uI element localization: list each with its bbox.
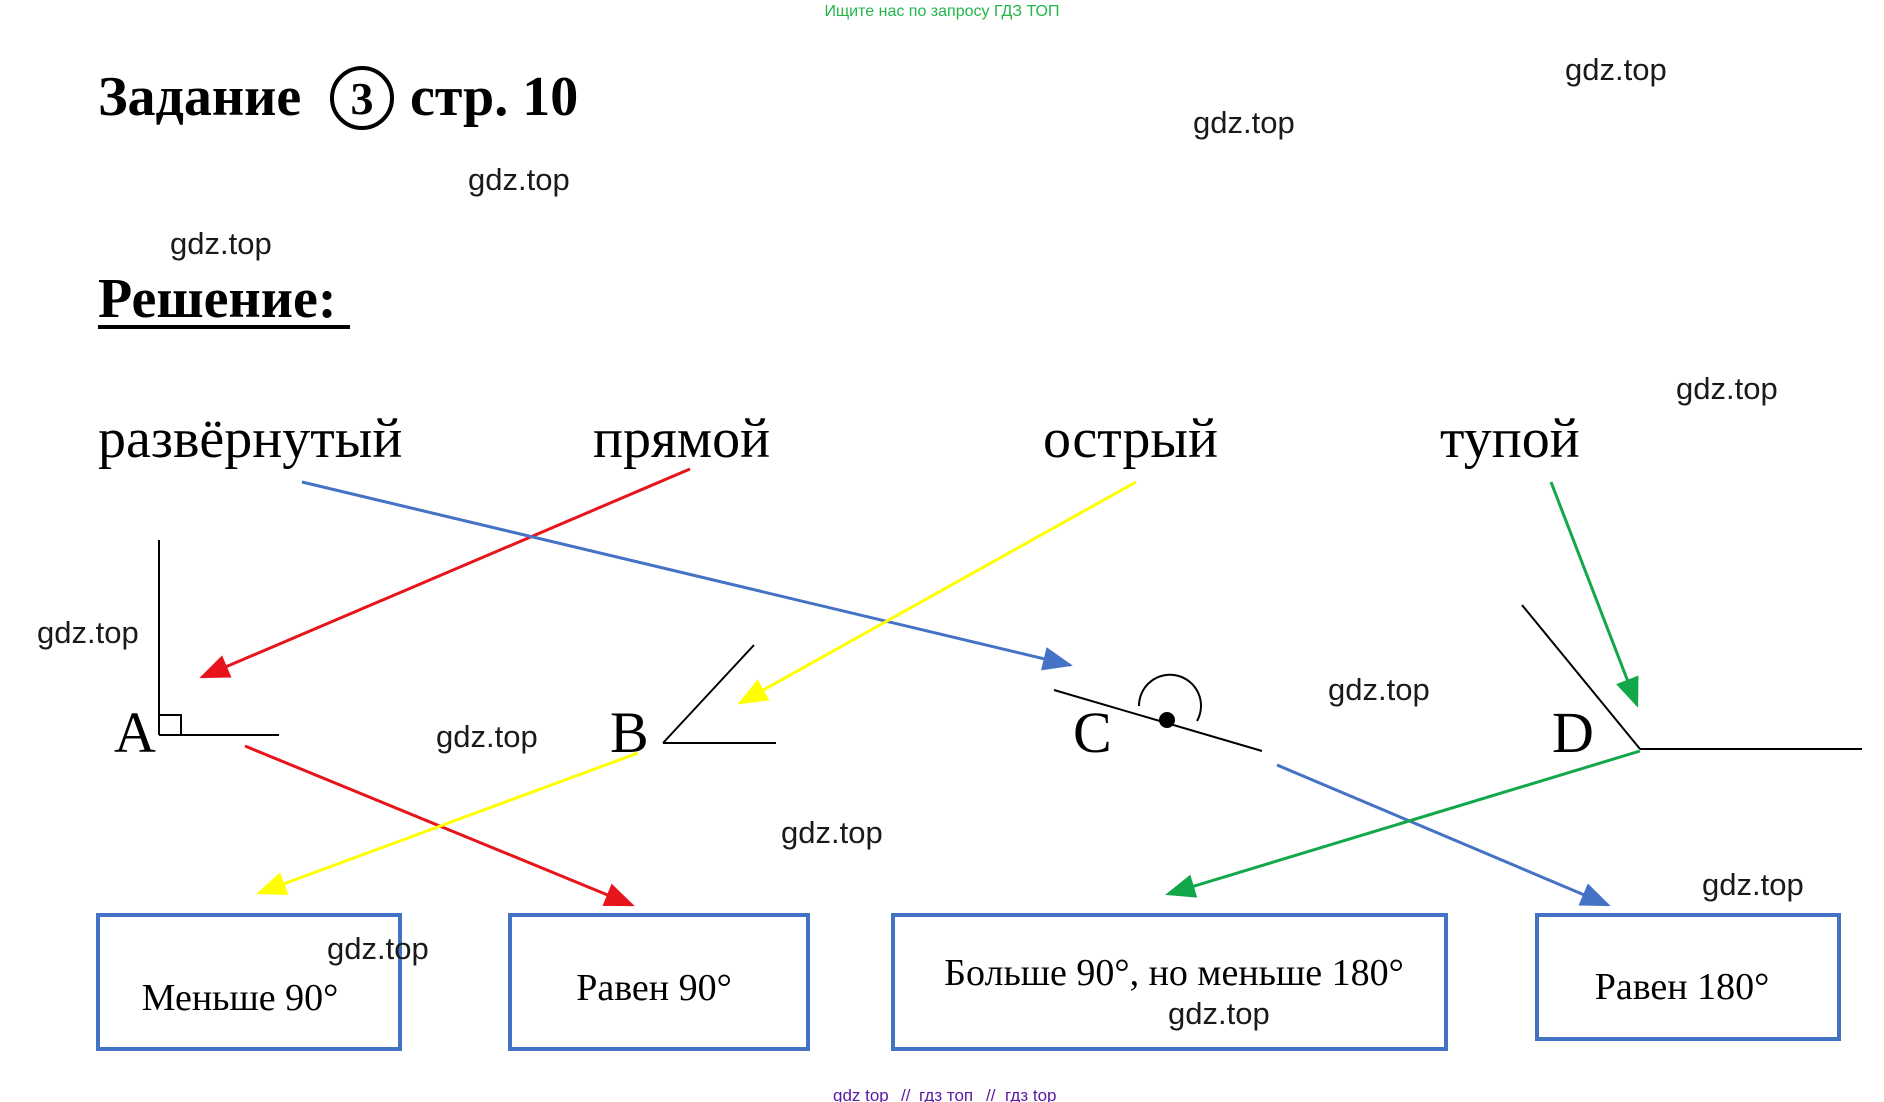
arrow-b-to-less-90 — [256, 751, 639, 895]
top-banner: Ищите нас по запросу ГДЗ ТОП — [825, 3, 1060, 20]
arrow-d-to-between — [1165, 749, 1641, 898]
footer-sep1: // — [901, 1086, 911, 1102]
task-number-circle — [330, 66, 394, 130]
watermark: gdz.top — [468, 162, 570, 197]
angle-c-straight — [1053, 673, 1263, 752]
angle-type-right: прямой — [593, 408, 770, 470]
angle-a-right — [158, 540, 279, 736]
task-number: 3 — [351, 73, 374, 124]
task-word: Задание — [98, 66, 301, 128]
angle-a-label: A — [114, 700, 156, 765]
answer-less-90: Меньше 90° — [142, 977, 339, 1019]
answer-equal-90: Равен 90° — [576, 967, 732, 1009]
arrow-acute-to-b — [737, 480, 1137, 705]
footer-part1: gdz top — [833, 1086, 889, 1102]
footer-part3: гдз top — [1005, 1086, 1057, 1102]
angle-type-straight: развёрнутый — [98, 408, 402, 470]
answer-box-less-90 — [96, 913, 402, 1051]
arrow-straight-to-c — [301, 480, 1073, 671]
watermark: gdz.top — [781, 815, 883, 850]
page-ref: стр. 10 — [410, 66, 578, 128]
answer-box-between-90-180 — [891, 913, 1448, 1051]
answer-between-90-180: Больше 90°, но меньше 180° — [944, 952, 1404, 994]
watermark: gdz.top — [1676, 371, 1778, 406]
angle-type-obtuse: тупой — [1440, 408, 1580, 470]
watermark: gdz.top — [1328, 672, 1430, 707]
angle-type-acute: острый — [1043, 408, 1218, 470]
angle-c-label: C — [1073, 700, 1112, 765]
arrow-right-to-a — [199, 467, 691, 679]
answer-equal-180: Равен 180° — [1595, 966, 1770, 1008]
angle-b-acute — [662, 644, 776, 744]
footer-part2: гдз топ — [919, 1086, 973, 1102]
answer-box-equal-180 — [1535, 913, 1841, 1041]
watermark: gdz.top — [170, 226, 272, 261]
angle-b-label: B — [610, 700, 649, 765]
watermark: gdz.top — [1168, 996, 1270, 1031]
answer-box-equal-90 — [508, 913, 810, 1051]
watermark: gdz.top — [436, 719, 538, 754]
angle-d-label: D — [1552, 700, 1594, 765]
watermark: gdz.top — [37, 615, 139, 650]
footer-sep2: // — [986, 1086, 996, 1102]
watermark: gdz.top — [1702, 867, 1804, 902]
arrow-c-to-equal-180 — [1276, 763, 1611, 907]
watermark: gdz.top — [1193, 105, 1295, 140]
arrow-obtuse-to-d — [1549, 481, 1639, 708]
watermark: gdz.top — [1565, 52, 1667, 87]
solution-heading: Решение: — [98, 268, 337, 330]
watermark: gdz.top — [327, 931, 429, 966]
angle-d-obtuse — [1521, 604, 1862, 750]
